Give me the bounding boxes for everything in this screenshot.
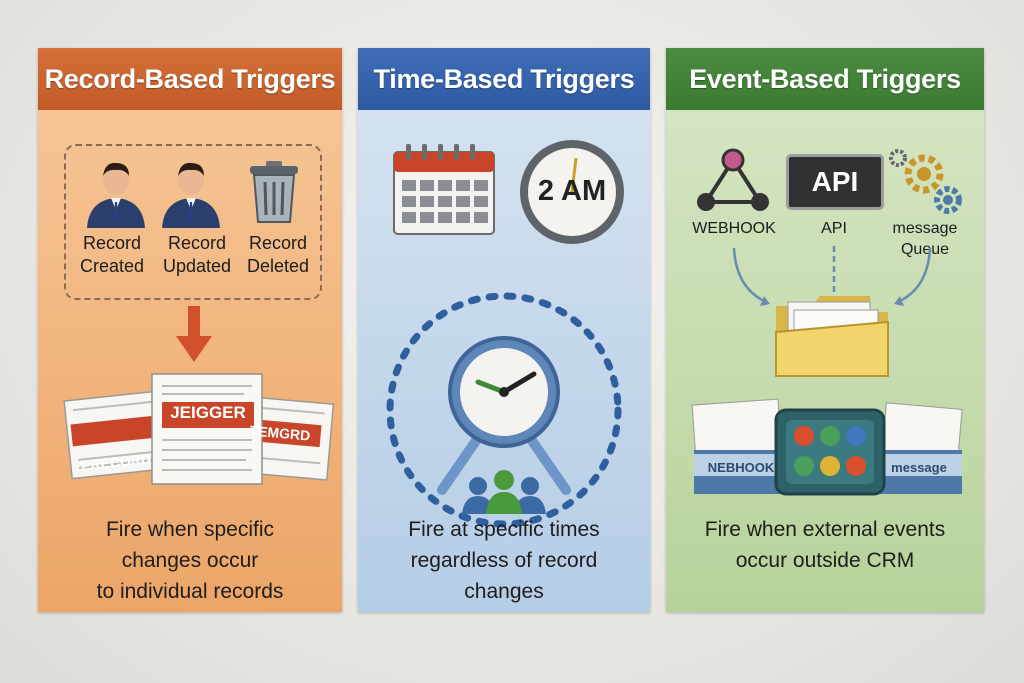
message-queue-label: message Queue — [892, 220, 958, 258]
panel-title: Time-Based Triggers — [358, 48, 650, 110]
api-label: API — [821, 220, 847, 237]
calendar-icon — [393, 144, 495, 235]
webhook-label: WEBHOOK — [692, 220, 776, 237]
record-events-box — [64, 144, 322, 300]
box-label-right: message — [891, 460, 947, 475]
recurring-schedule-icon — [386, 292, 622, 528]
documents-stack-icon — [63, 373, 335, 485]
clock-icon — [520, 140, 624, 244]
person-icon — [162, 162, 220, 228]
clock-time-label: 2 AM — [537, 175, 607, 207]
event-based-panel: Event-Based Triggers API WEBHOOK API mes… — [666, 48, 984, 612]
box-label-left: NEBHOOK — [707, 460, 775, 475]
trash-icon — [250, 161, 298, 223]
panel-title: Event-Based Triggers — [666, 48, 984, 110]
flow-arrows — [732, 246, 932, 306]
webhook-icon — [697, 148, 769, 211]
panel-title: Record-Based Triggers — [38, 48, 342, 110]
gears-icon — [889, 149, 962, 214]
folder-icon — [775, 296, 889, 377]
event-based-description: Fire when external events occur outside … — [704, 518, 946, 572]
record-based-description: Fire when specific changes occur to indi… — [96, 518, 284, 603]
doc-label-center: JEIGGER — [170, 403, 246, 422]
message-boxes-icon — [691, 398, 963, 496]
arrow-down-icon — [176, 306, 212, 362]
api-badge: API — [786, 154, 884, 210]
time-based-panel: Time-Based Triggers 2 AM — [358, 48, 650, 612]
time-based-description: Fire at specific times regardless of rec… — [408, 518, 600, 603]
person-icon — [87, 162, 145, 228]
